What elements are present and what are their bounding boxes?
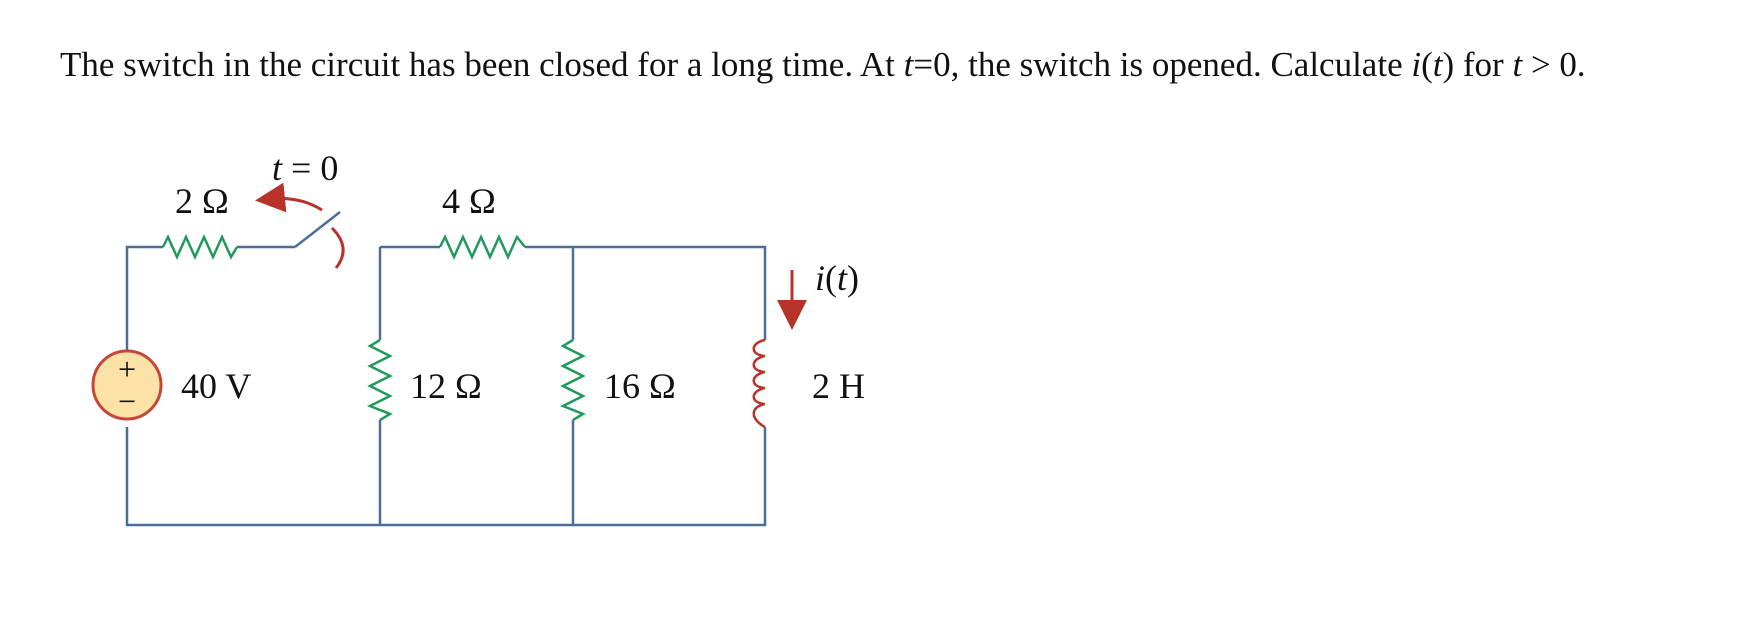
problem-text-1: The switch in the circuit has been close… <box>60 45 904 84</box>
problem-var-i: i <box>1411 45 1422 84</box>
label-16ohm: 16 Ω <box>604 366 676 406</box>
resistor-16ohm <box>559 338 586 422</box>
resistor-2ohm <box>161 233 239 261</box>
problem-var-t: t <box>1512 45 1523 84</box>
switch-var-t: t <box>272 148 283 188</box>
problem-text-2: =0, the switch is opened. Calculate <box>913 45 1412 84</box>
current-var-t: t <box>837 258 848 298</box>
problem-var-t: t <box>1432 45 1443 84</box>
label-switch-time: t = 0 <box>272 148 338 188</box>
switch-arrow <box>255 182 323 213</box>
circuit-wires <box>125 245 767 527</box>
label-12ohm: 12 Ω <box>410 366 482 406</box>
problem-text-5: > 0. <box>1522 45 1586 84</box>
problem-text-4: ) for <box>1442 45 1513 84</box>
switch-eq: = 0 <box>282 148 338 188</box>
source-plus-sign: + <box>118 351 136 387</box>
label-current: i(t) <box>815 258 859 298</box>
wire-left-top <box>125 245 163 385</box>
label-4ohm: 4 Ω <box>442 181 496 221</box>
switch-blade <box>294 211 341 248</box>
wire-top-right <box>525 245 767 340</box>
problem-var-t: t <box>903 45 914 84</box>
current-close-paren: ) <box>847 258 859 298</box>
source-minus-sign: − <box>118 383 136 419</box>
switch <box>255 182 345 269</box>
label-2h: 2 H <box>812 366 865 406</box>
switch-contact <box>330 226 345 269</box>
inductor-2h <box>752 338 766 429</box>
source-circle <box>91 349 163 421</box>
resistor-12ohm <box>366 338 393 422</box>
current-var-i: i <box>815 258 825 298</box>
current-open-paren: ( <box>825 258 837 298</box>
label-40v: 40 V <box>181 366 251 406</box>
problem-text-3: ( <box>1421 45 1433 84</box>
wire-left-bottom <box>125 427 767 527</box>
voltage-source: + − <box>91 349 163 421</box>
problem-statement: The switch in the circuit has been close… <box>60 40 1740 90</box>
resistor-4ohm <box>438 233 526 261</box>
label-2ohm: 2 Ω <box>175 181 229 221</box>
